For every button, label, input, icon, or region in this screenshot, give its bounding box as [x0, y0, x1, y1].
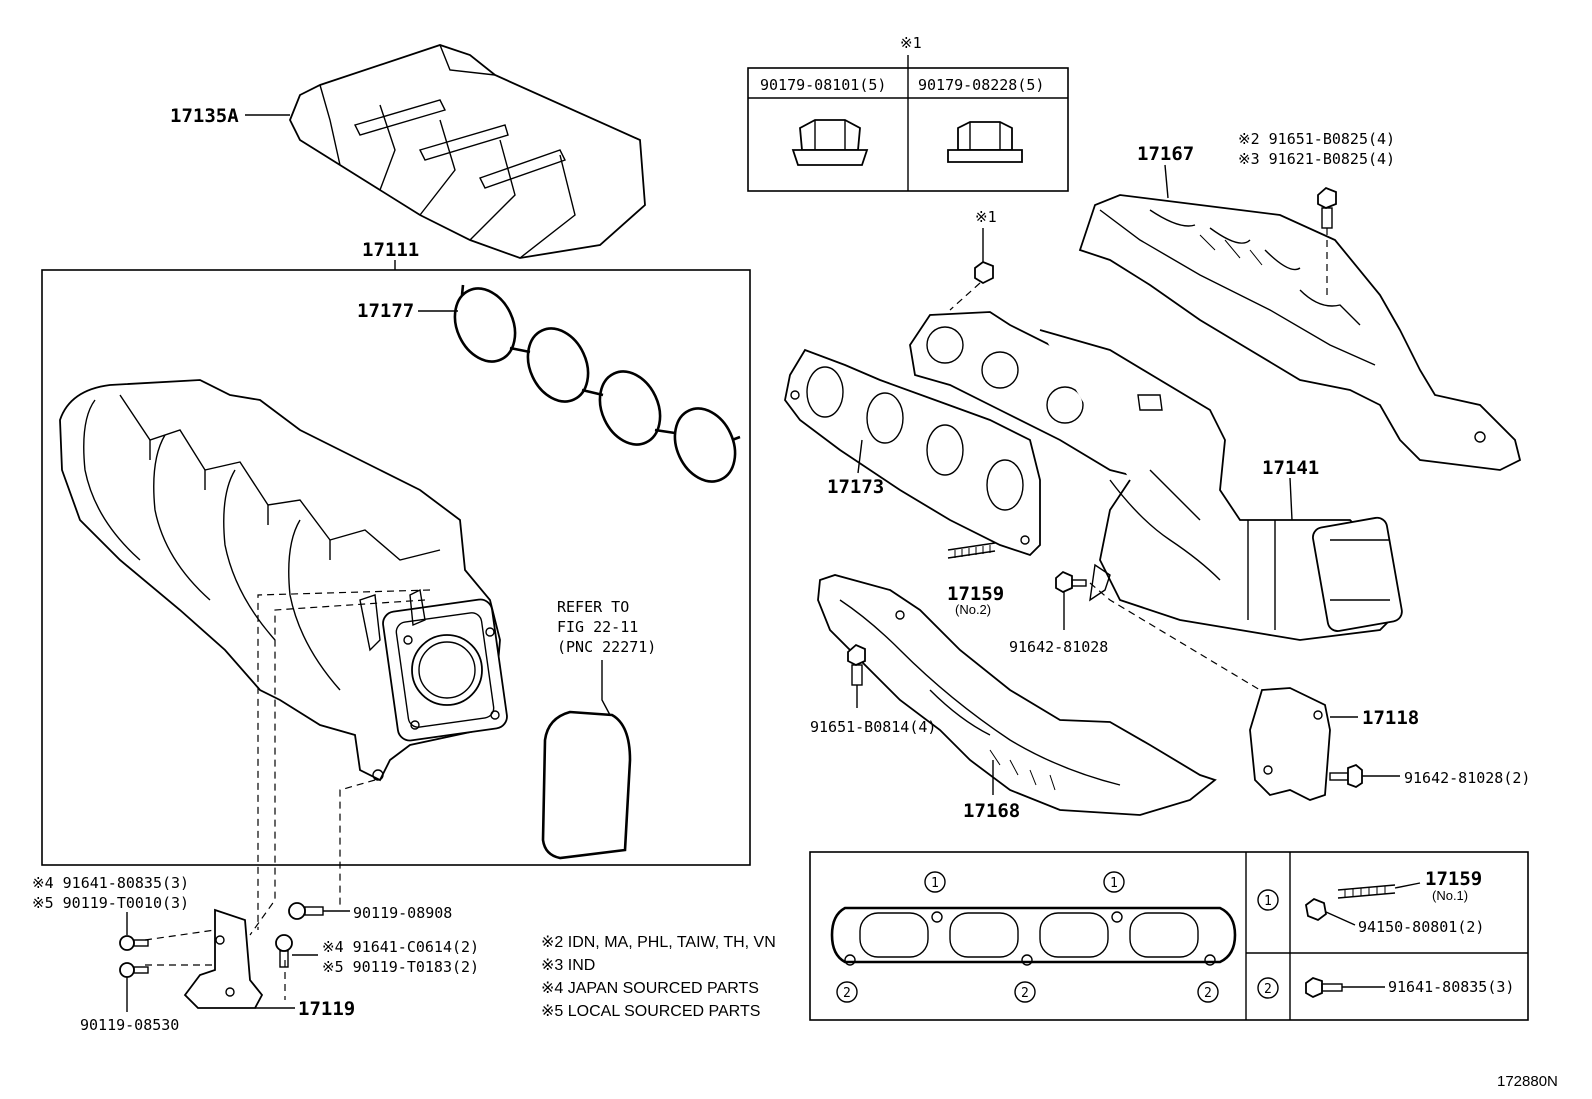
x1-top-marker: ※1 [900, 34, 922, 52]
bolt-90119-08908[interactable] [288, 902, 324, 920]
label-91642-81028: 91642-81028 [1009, 638, 1108, 656]
nut-90179-08101[interactable] [791, 119, 869, 166]
gasket-circle-1b: 1 [1110, 876, 1118, 891]
table-row2-circle: 2 [1264, 982, 1272, 997]
intake-cover-17135a[interactable] [289, 44, 646, 259]
refer-line-3: (PNC 22271) [557, 638, 656, 656]
x5-left: ※5 90119-T0010(3) [32, 894, 189, 912]
x5-mid: ※5 90119-T0183(2) [322, 958, 479, 976]
bracket-17119[interactable] [183, 908, 264, 1009]
refer-line-1: REFER TO [557, 598, 629, 616]
intake-gasket-17177[interactable] [444, 279, 747, 492]
row1-part-sub: (No.1) [1432, 888, 1468, 903]
note-1: ※2 IDN, MA, PHL, TAIW, TH, VN [541, 934, 776, 951]
exhaust-gasket-17173[interactable] [784, 348, 1041, 557]
refer-line-2: FIG 22-11 [557, 618, 638, 636]
heat-insulator-17168[interactable] [817, 574, 1217, 816]
bolt-left-2[interactable] [119, 962, 149, 978]
stud-17159-no2[interactable] [947, 542, 996, 559]
nut-90179-08228[interactable] [947, 121, 1023, 163]
label-91651-b0814: 91651-B0814(4) [810, 718, 936, 736]
label-17119: 17119 [298, 998, 355, 1020]
label-17177: 17177 [357, 300, 414, 322]
label-17135a: 17135A [170, 105, 239, 127]
x2-top: ※2 91651-B0825(4) [1238, 130, 1395, 148]
label-17168: 17168 [963, 800, 1020, 822]
throttle-gasket[interactable] [541, 710, 632, 860]
bolt-left-1[interactable] [119, 935, 149, 951]
gasket-outline[interactable] [830, 906, 1237, 966]
note-2: ※3 IND [541, 957, 595, 974]
label-17141: 17141 [1262, 457, 1319, 479]
bolt-91641-80835[interactable] [1305, 977, 1343, 999]
nut-94150-80801[interactable] [1305, 897, 1327, 922]
x3-top: ※3 91621-B0825(4) [1238, 150, 1395, 168]
manifold-box-17111 [41, 269, 751, 866]
note-3: ※4 JAPAN SOURCED PARTS [541, 980, 759, 997]
note-4: ※5 LOCAL SOURCED PARTS [541, 1003, 760, 1020]
gasket-circle-2b: 2 [1021, 986, 1029, 1001]
label-17173: 17173 [827, 476, 884, 498]
bolt-91642-81028-2[interactable] [1329, 763, 1363, 789]
x4-mid: ※4 91641-C0614(2) [322, 938, 479, 956]
label-17159-no2-sub: (No.2) [955, 602, 991, 617]
x1-mid-marker: ※1 [975, 208, 997, 226]
gasket-table: 1 1 2 2 2 1 2 17159 (No.1) 94150-80801(2… [809, 851, 1529, 1021]
label-17118: 17118 [1362, 707, 1419, 729]
label-90119-08908: 90119-08908 [353, 904, 452, 922]
nut-x1[interactable] [974, 260, 994, 285]
bolt-91642-81028[interactable] [1055, 570, 1087, 594]
row2-bolt: 91641-80835(3) [1388, 978, 1514, 996]
figure-id: 172880N [1497, 1073, 1558, 1090]
table-row1-circle: 1 [1264, 894, 1272, 909]
nut-table-col1: 90179-08101(5) [760, 76, 886, 94]
nut-table-col2: 90179-08228(5) [918, 76, 1044, 94]
x4-left: ※4 91641-80835(3) [32, 874, 189, 892]
label-17111: 17111 [362, 239, 419, 261]
row1-bolt: 94150-80801(2) [1358, 918, 1484, 936]
heat-insulator-17167[interactable] [1078, 194, 1522, 471]
stud-17159-no1[interactable] [1337, 884, 1396, 899]
row1-part: 17159 [1425, 868, 1482, 890]
label-90119-08530: 90119-08530 [80, 1016, 179, 1034]
gasket-circle-2c: 2 [1204, 986, 1212, 1001]
bolt-mid[interactable] [275, 934, 293, 968]
label-17167: 17167 [1137, 143, 1194, 165]
label-17159-no2: 17159 [947, 583, 1004, 605]
bracket-17118[interactable] [1249, 687, 1331, 801]
gasket-circle-1a: 1 [931, 876, 939, 891]
bolt-91651-b0825[interactable] [1317, 186, 1337, 229]
bolt-91651-b0814[interactable] [847, 643, 866, 686]
label-91642-81028-2: 91642-81028(2) [1404, 769, 1530, 787]
intake-manifold[interactable] [59, 379, 509, 782]
exhaust-manifold-17141[interactable] [909, 311, 1403, 641]
nut-table: 90179-08101(5) 90179-08228(5) [747, 67, 1069, 192]
gasket-circle-2a: 2 [843, 986, 851, 1001]
